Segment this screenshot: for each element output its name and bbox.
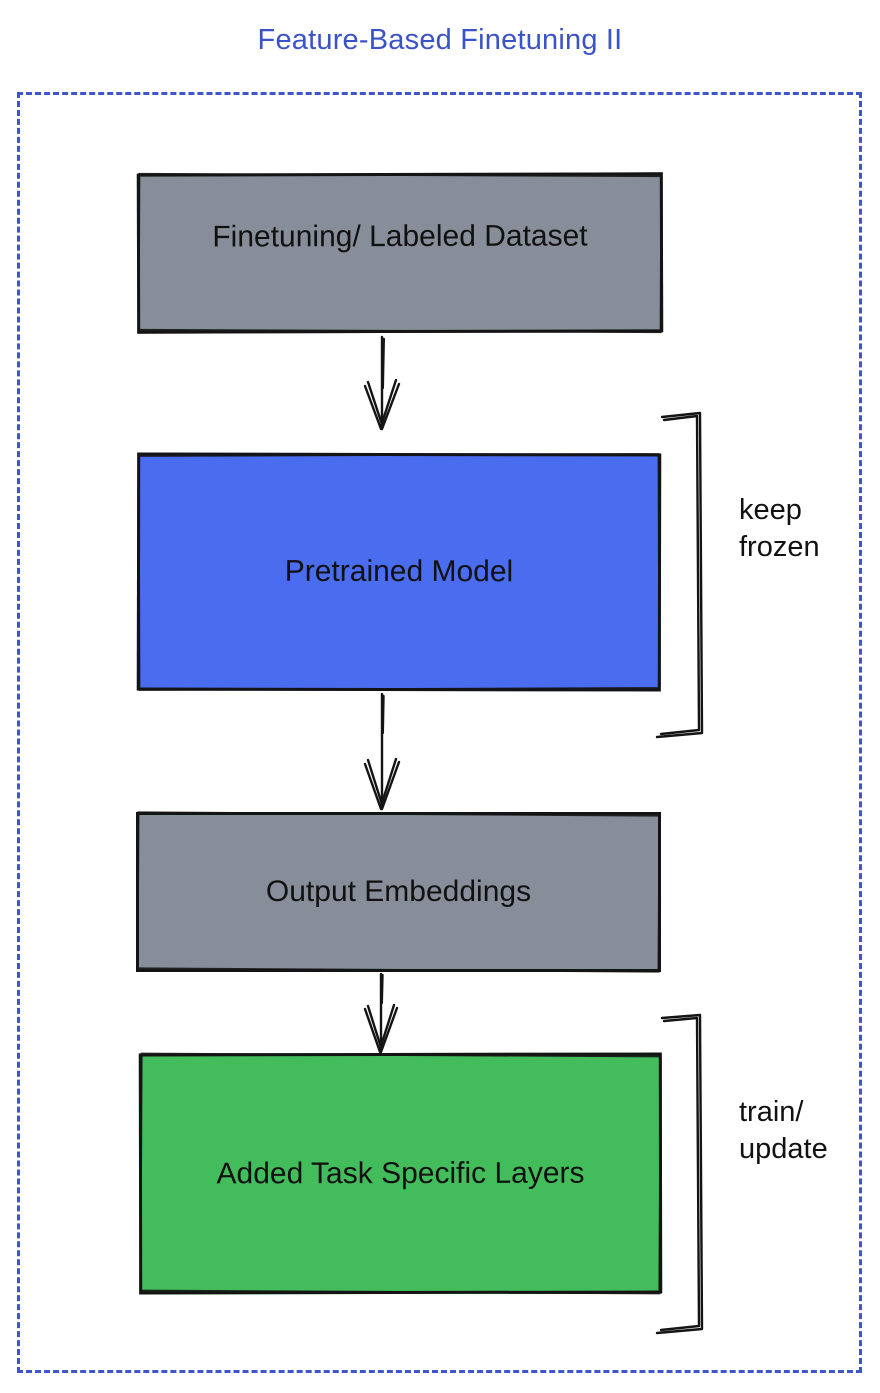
- box-finetuning-labeled-dataset: Finetuning/ Labeled Dataset: [136, 172, 664, 334]
- box-label: Finetuning/ Labeled Dataset: [212, 219, 588, 254]
- dotted-frame: [17, 92, 862, 1373]
- bracket-keep-frozen: [655, 411, 704, 739]
- label-train-update: train/ update: [739, 1094, 828, 1168]
- annotation-line: update: [739, 1133, 828, 1165]
- annotation-line: train/: [739, 1096, 804, 1128]
- box-pretrained-model: Pretrained Model: [136, 452, 662, 692]
- box-label: Pretrained Model: [284, 554, 514, 589]
- arrow-dataset-to-pretrained: [363, 335, 401, 431]
- box-label: Added Task Specific Layers: [216, 1156, 585, 1190]
- diagram-title: Feature-Based Finetuning II: [257, 24, 623, 56]
- box-added-task-specific-layers: Added Task Specific Layers: [138, 1052, 663, 1295]
- box-output-embeddings: Output Embeddings: [136, 812, 661, 972]
- arrow-embeddings-to-task-layers: [363, 972, 399, 1054]
- label-keep-frozen: keep frozen: [739, 492, 820, 566]
- box-label: Output Embeddings: [265, 875, 532, 908]
- arrow-pretrained-to-embeddings: [363, 692, 401, 811]
- annotation-line: keep: [739, 494, 802, 526]
- annotation-line: frozen: [739, 531, 820, 563]
- bracket-train-update: [655, 1013, 704, 1335]
